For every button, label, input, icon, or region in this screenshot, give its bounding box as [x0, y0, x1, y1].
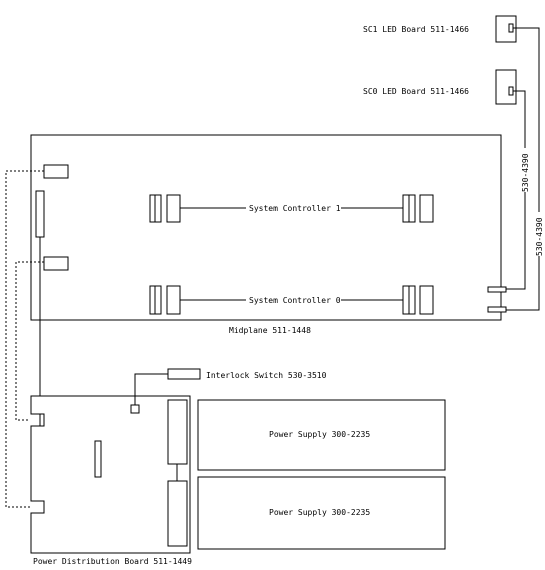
- pdb-power-connector-top: [167, 399, 188, 465]
- sc0-left-slot-c: [166, 285, 181, 315]
- interlock-switch: [167, 368, 201, 380]
- midplane-connector-long: [35, 190, 45, 238]
- sc1-left-slot-c: [166, 194, 181, 223]
- power-supply-1: [197, 399, 446, 471]
- sc0-led-board-label: SC0 LED Board 511-1466: [363, 87, 469, 96]
- sc1-led-board-label: SC1 LED Board 511-1466: [363, 25, 469, 34]
- midplane-connector-led-0: [487, 286, 507, 293]
- power-distribution-board-label: Power Distribution Board 511-1449: [33, 557, 192, 566]
- midplane-connector-led-1: [487, 306, 507, 313]
- interlock-switch-label: Interlock Switch 530-3510: [206, 371, 327, 380]
- sc1-led-board: [495, 15, 517, 43]
- midplane-label: Midplane 511-1448: [229, 326, 311, 335]
- midplane-connector-top-left: [43, 164, 69, 179]
- midplane-connector-bottom-left: [43, 256, 69, 271]
- pdb-power-connector-bottom: [167, 480, 188, 547]
- sc1-right-slot-b: [408, 194, 416, 223]
- interlock-cable: [134, 373, 168, 405]
- sc1-left-slot-b: [154, 194, 162, 223]
- sc0-right-slot-b: [408, 285, 416, 315]
- cable-label-530-4390-b: 530-4390: [535, 217, 544, 256]
- sc0-left-slot-b: [154, 285, 162, 315]
- cable-label-bg-a: [519, 148, 531, 192]
- sc1-right-slot-c: [419, 194, 434, 223]
- sc0-led-connector: [508, 86, 514, 96]
- cable-sc1-led: [506, 27, 540, 311]
- pdb-connector-vertical: [94, 440, 102, 478]
- sc0-right-slot-c: [419, 285, 434, 315]
- pdb-interlock-connector: [130, 404, 140, 414]
- power-distribution-board: [30, 395, 191, 554]
- dashed-cable-inner: [15, 261, 44, 421]
- system-controller-0-label: System Controller 0: [249, 296, 341, 305]
- power-supply-1-label: Power Supply 300-2235: [269, 430, 370, 439]
- power-supply-2-label: Power Supply 300-2235: [269, 508, 370, 517]
- sc1-led-connector: [508, 23, 514, 33]
- dashed-cable-outer: [5, 170, 44, 508]
- cable-label-bg-b: [533, 212, 545, 256]
- power-supply-2: [197, 476, 446, 550]
- cable-label-530-4390-a: 530-4390: [521, 153, 530, 192]
- system-controller-1-label: System Controller 1: [249, 204, 341, 213]
